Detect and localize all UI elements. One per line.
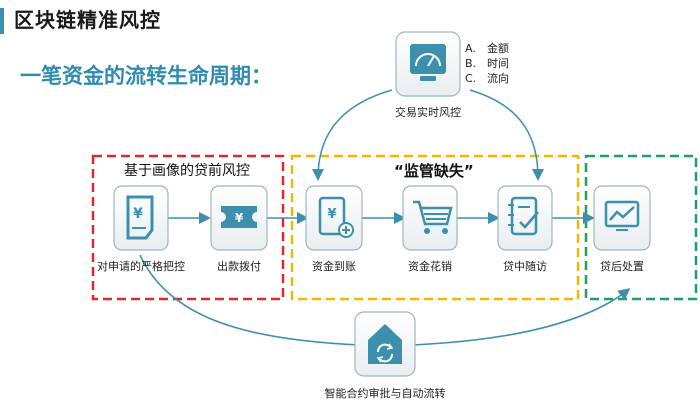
- step-node-funds-spending: [402, 185, 458, 251]
- step-label-funds-spending: 资金花销: [408, 260, 452, 273]
- gauge-monitor-icon: [410, 44, 446, 81]
- ticket-yen-icon: ¥: [221, 206, 257, 228]
- recycle-house-icon: [368, 324, 402, 364]
- step-label-disbursement: 出款拨付: [217, 260, 261, 273]
- page-subtitle: 一笔资金的流转生命周期：: [20, 64, 272, 88]
- shopping-cart-icon: [413, 200, 453, 234]
- legend-item: C.流向: [465, 72, 509, 85]
- svg-text:¥: ¥: [133, 206, 143, 222]
- legend-item: A.金额: [465, 42, 509, 55]
- monitor-legend: A.金额 B.时间 C.流向: [465, 41, 509, 86]
- step-label-strict-review: 对申请的严格把控: [97, 260, 185, 273]
- contract-arc-right: [411, 288, 631, 346]
- contract-arc-left: [139, 254, 361, 346]
- monitor-node: [395, 31, 461, 97]
- document-yen-icon: ¥: [126, 195, 154, 240]
- yen-add-icon: ¥: [318, 196, 354, 238]
- regulation-gap-group-box: [290, 154, 580, 301]
- monitor-label: 交易实时风控: [395, 106, 461, 119]
- smart-contract-node: [354, 311, 416, 377]
- monitor-arc-right: [469, 89, 544, 181]
- svg-text:¥: ¥: [327, 207, 336, 222]
- svg-text:¥: ¥: [235, 211, 244, 225]
- step-node-disbursement: ¥: [210, 185, 268, 251]
- trend-chart-icon: [604, 200, 640, 231]
- pre-loan-group-box: [91, 154, 285, 301]
- step-node-post-loan: [593, 185, 651, 251]
- legend-item: B.时间: [465, 57, 509, 70]
- notebook-check-icon: [508, 196, 539, 236]
- monitor-arc-left: [312, 89, 393, 181]
- step-label-post-loan: 贷后处置: [600, 260, 644, 273]
- pre-loan-group-label: 基于画像的贷前风控: [124, 163, 250, 179]
- page-title: 区块链精准风控: [14, 8, 161, 32]
- post-loan-group-box: [584, 154, 698, 301]
- step-node-funds-arrival: ¥: [305, 185, 363, 251]
- step-label-in-loan-visit: 贷中随访: [503, 260, 547, 273]
- smart-contract-label: 智能合约审批与自动流转: [324, 387, 446, 400]
- step-label-funds-arrival: 资金到账: [312, 260, 356, 273]
- regulation-gap-group-label: “监管缺失”: [394, 162, 474, 180]
- title-accent-bar: [0, 8, 4, 34]
- step-node-in-loan-visit: [497, 185, 553, 251]
- step-node-strict-review: ¥: [113, 185, 169, 251]
